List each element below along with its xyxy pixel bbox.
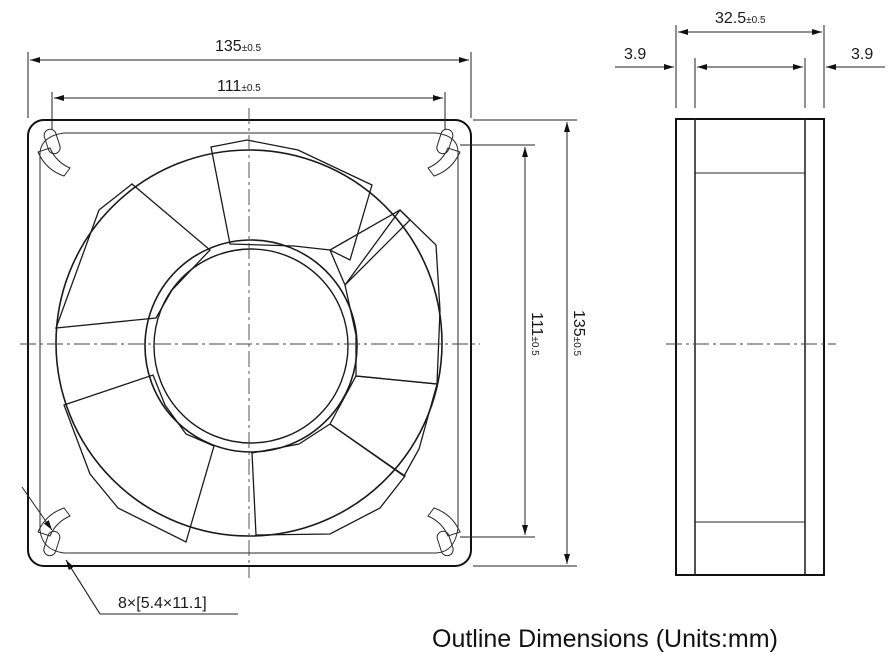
dimension-hole-spacing-vertical: 111±0.5 [460,144,545,538]
mounting-slot-top-right [427,128,461,177]
fan-blade [210,139,373,261]
fan-blades [55,139,441,543]
dimension-overall-width: 135±0.5 [27,38,472,118]
depth-value: 32.5 [715,10,746,27]
depth-tolerance: ±0.5 [746,15,766,26]
flange-right-label: 3.9 [851,46,873,63]
leader-mounting-holes: 8×[5.4×11.1] [21,486,238,615]
frame-inner [39,132,459,554]
fan-blade [344,209,441,385]
fan-blade [55,183,211,329]
fan-blade [329,375,438,477]
flange-left-label: 3.9 [624,46,646,63]
overall-width-value: 135 [215,38,242,55]
hub-inner [153,248,349,444]
mounting-slot-bottom-right [427,507,461,557]
svg-text:111±0.5: 111±0.5 [528,312,545,356]
overall-width-tolerance: ±0.5 [242,43,262,54]
hub-outer [144,239,358,453]
svg-text:111±0.5: 111±0.5 [217,78,261,95]
dimension-overall-height: 135±0.5 [473,119,587,567]
overall-height-value: 135 [570,310,587,337]
drawing-caption: Outline Dimensions (Units:mm) [432,625,778,653]
svg-text:135±0.5: 135±0.5 [215,38,262,55]
svg-text:135±0.5: 135±0.5 [570,310,587,357]
hole-spacing-horizontal-value: 111 [217,78,241,95]
dimension-depth: 32.5±0.5 [675,10,825,108]
hole-spacing-horizontal-tolerance: ±0.5 [241,83,261,94]
mounting-slot-top-left [37,128,71,177]
side-body [675,118,825,576]
fan-blade [251,423,406,536]
front-view: 135±0.5 111±0.5 111±0.5 135±0.5 [20,38,587,615]
hole-spacing-vertical-value: 111 [528,312,545,336]
dimension-hole-spacing-horizontal: 111±0.5 [51,78,446,130]
housing-circle [55,149,443,537]
dimension-flanges: 3.9 3.9 [615,46,885,108]
frame-outer [27,119,472,567]
overall-height-tolerance: ±0.5 [571,337,582,357]
hole-spacing-vertical-tolerance: ±0.5 [529,336,540,356]
fan-blade [329,209,411,287]
fan-blade [63,374,215,543]
mounting-holes-label: 8×[5.4×11.1] [118,595,207,612]
svg-text:32.5±0.5: 32.5±0.5 [715,10,766,27]
side-view: 32.5±0.5 3.9 3.9 [615,10,885,576]
